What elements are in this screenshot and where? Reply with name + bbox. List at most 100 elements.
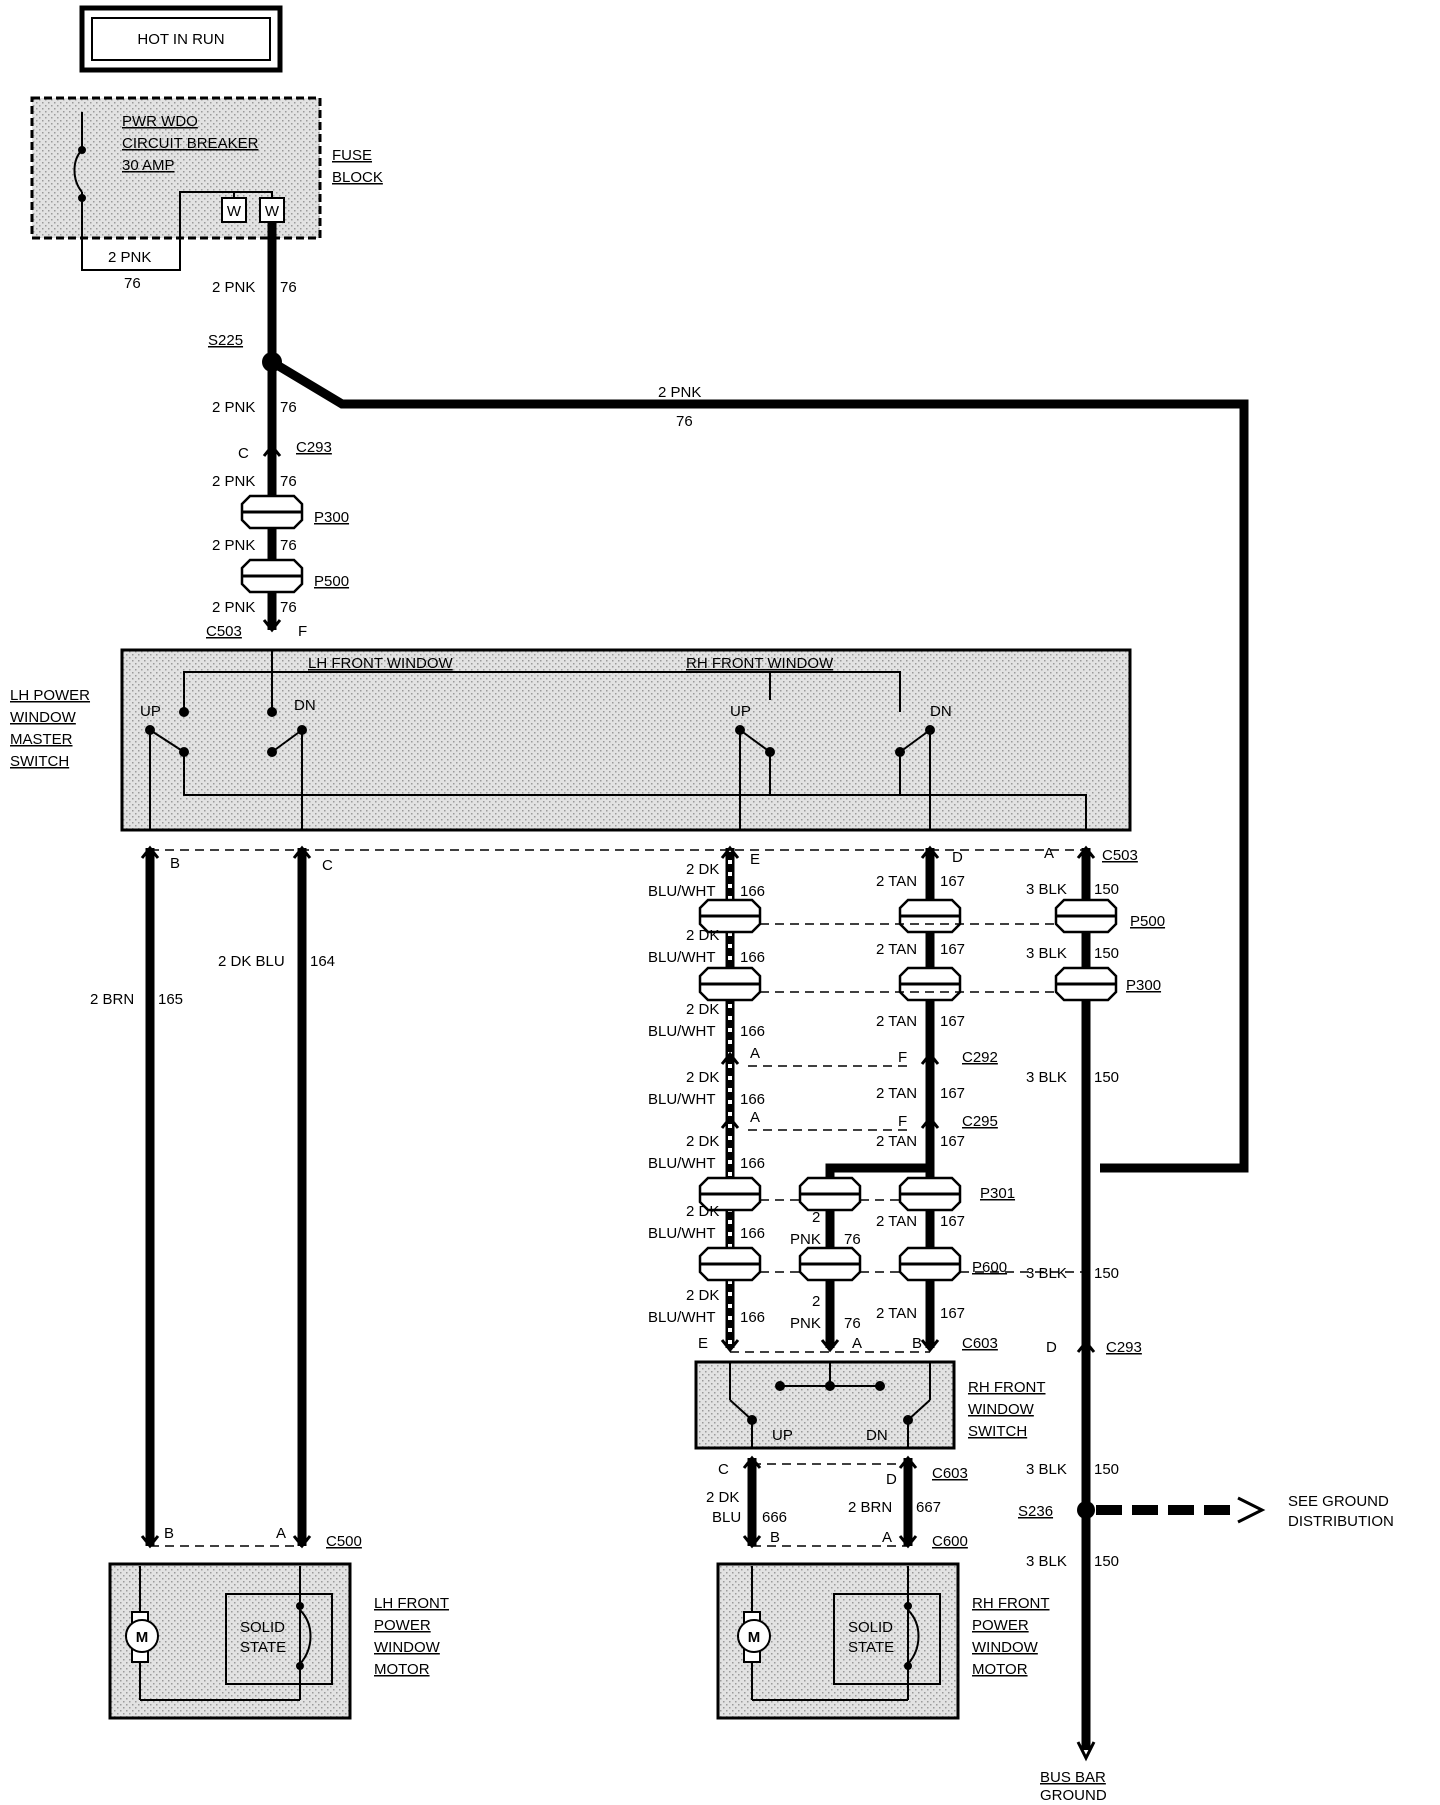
diagram-label: F (298, 623, 307, 640)
diagram-label: A (882, 1529, 892, 1546)
diagram-label: POWER (972, 1617, 1029, 1634)
wire-150: 3 BLK 150 P500 3 BLK 150 P300 3 BLK 150 3 B… (1018, 846, 1165, 1762)
rh-front-power-window-motor: M SOLID STATE (716, 1562, 960, 1720)
diagram-label: 3 BLK (1026, 1461, 1067, 1478)
diagram-label: BLU/WHT (648, 1309, 716, 1326)
diagram-label: 2 PNK (212, 473, 255, 490)
diagram-label: BLU/WHT (648, 1091, 716, 1108)
rh-front-window-label: RH FRONT WINDOW (686, 655, 834, 672)
diagram-label: 2 DK (686, 927, 719, 944)
diagram-label: LH FRONT (374, 1595, 449, 1612)
diagram-label: 165 (158, 991, 183, 1008)
diagram-label: 666 (762, 1509, 787, 1526)
diagram-label: E (750, 851, 760, 868)
diagram-label: 2 (812, 1293, 820, 1310)
diagram-label: 167 (940, 941, 965, 958)
diagram-label: 2 DK (686, 1287, 719, 1304)
rh-front-window-switch: UP DN (694, 1360, 956, 1450)
diagram-label: 166 (740, 883, 765, 900)
diagram-label: WINDOW (968, 1401, 1035, 1418)
diagram-label: C503 (206, 623, 242, 640)
diagram-label: A (852, 1335, 862, 1352)
terminal-w-label: W (227, 203, 242, 220)
diagram-label: MASTER (10, 731, 73, 748)
breaker-label-2: CIRCUIT BREAKER (122, 135, 259, 152)
diagram-label: C503 (1102, 847, 1138, 864)
diagram-label: 150 (1094, 1069, 1119, 1086)
diagram-label: DISTRIBUTION (1288, 1513, 1394, 1530)
diagram-label: BLU/WHT (648, 1155, 716, 1172)
ground-distribution-arrow: SEE GROUND DISTRIBUTION (1096, 1493, 1394, 1530)
motor-m-label: M (136, 1629, 149, 1646)
diagram-label: 3 BLK (1026, 945, 1067, 962)
diagram-label: A (276, 1525, 286, 1542)
diagram-label: WINDOW (374, 1639, 441, 1656)
diagram-label: 76 (280, 399, 297, 416)
diagram-label: 2 PNK (212, 399, 255, 416)
diagram-label: 2 TAN (876, 941, 917, 958)
diagram-label: B (170, 855, 180, 872)
diagram-label: DN (866, 1427, 888, 1444)
diagram-label: 2 BRN (90, 991, 134, 1008)
s225-label: S225 (208, 332, 243, 349)
diagram-label: LH POWER (10, 687, 90, 704)
diagram-label: 167 (940, 1085, 965, 1102)
diagram-label: UP (140, 703, 161, 720)
splice-s236 (1077, 1501, 1095, 1519)
diagram-label: P500 (1130, 913, 1165, 930)
diagram-label: 150 (1094, 1265, 1119, 1282)
diagram-label: STATE (848, 1639, 894, 1656)
diagram-label: 2 PNK (212, 537, 255, 554)
splice-s225 (262, 352, 282, 372)
diagram-label: GROUND (1040, 1787, 1107, 1800)
diagram-label: P300 (1126, 977, 1161, 994)
breaker-label-3: 30 AMP (122, 157, 175, 174)
diagram-label: 150 (1094, 945, 1119, 962)
diagram-label: BLU/WHT (648, 1023, 716, 1040)
diagram-label: 3 BLK (1026, 1265, 1067, 1282)
diagram-label: 2 DK (686, 1203, 719, 1220)
diagram-label: PNK (790, 1231, 821, 1248)
diagram-label: UP (772, 1427, 793, 1444)
diagram-label: 3 BLK (1026, 1069, 1067, 1086)
diagram-label: 166 (740, 1155, 765, 1172)
diagram-label: BLU/WHT (648, 949, 716, 966)
diagram-label: B (164, 1525, 174, 1542)
diagram-label: 2 PNK (212, 279, 255, 296)
diagram-label: 667 (916, 1499, 941, 1516)
diagram-label: 2 DK (686, 1001, 719, 1018)
diagram-label: WINDOW (972, 1639, 1039, 1656)
diagram-label: S236 (1018, 1503, 1053, 1520)
diagram-label: D (886, 1471, 897, 1488)
lh-front-window-label: LH FRONT WINDOW (308, 655, 454, 672)
diagram-label: 167 (940, 873, 965, 890)
diagram-label: UP (730, 703, 751, 720)
diagram-label: 166 (740, 1225, 765, 1242)
diagram-label: 166 (740, 1023, 765, 1040)
diagram-label: BLU/WHT (648, 1225, 716, 1242)
diagram-label: C293 (1106, 1339, 1142, 1356)
diagram-label: 76 (676, 413, 693, 430)
diagram-label: SOLID (848, 1619, 893, 1636)
terminal-w-right (259, 197, 285, 223)
diagram-label: 76 (844, 1231, 861, 1248)
diagram-label: STATE (240, 1639, 286, 1656)
diagram-label: 167 (940, 1133, 965, 1150)
diagram-label: 2 PNK (212, 599, 255, 616)
terminal-w-left (221, 197, 247, 223)
diagram-label: F (898, 1049, 907, 1066)
diagram-label: C (322, 857, 333, 874)
diagram-label: MOTOR (972, 1661, 1028, 1678)
diagram-label: 2 TAN (876, 1305, 917, 1322)
diagram-label: 2 DK (706, 1489, 739, 1506)
diagram-label: C (718, 1461, 729, 1478)
diagram-label: C500 (326, 1533, 362, 1550)
terminal-w-label: W (265, 203, 280, 220)
diagram-label: C600 (932, 1533, 968, 1550)
diagram-label: A (1044, 845, 1054, 862)
